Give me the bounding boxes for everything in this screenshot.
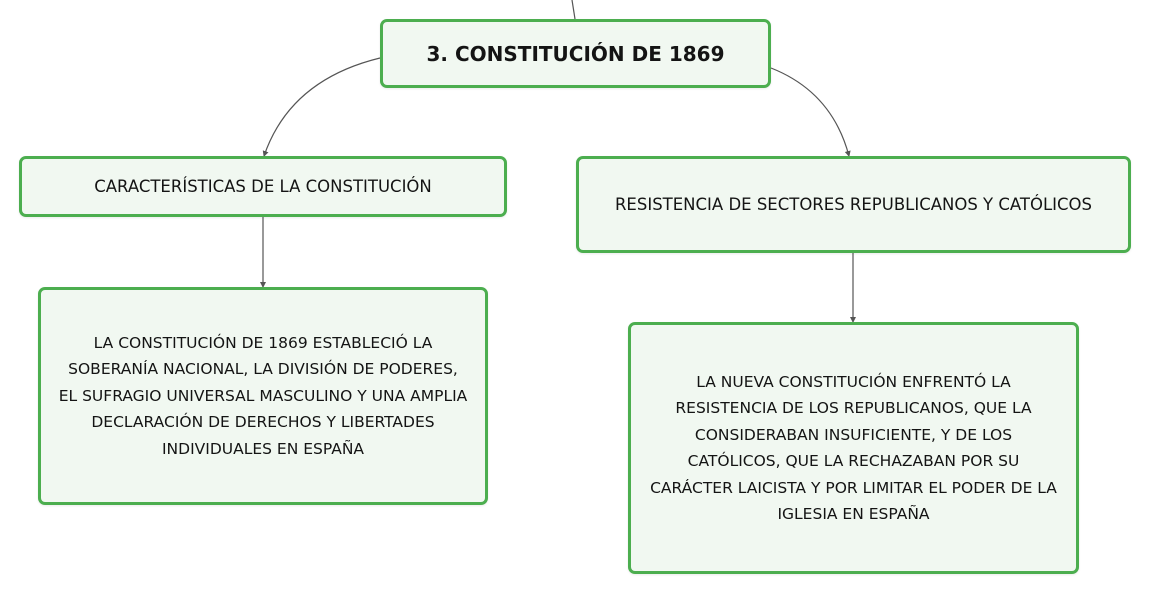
detail-line: DECLARACIÓN DE DERECHOS Y LIBERTADES bbox=[91, 413, 435, 432]
detail-line: RESISTENCIA DE LOS REPUBLICANOS, QUE LA bbox=[675, 399, 1032, 417]
connector-root-to-left-topic bbox=[262, 57, 381, 157]
detail-node-characteristics[interactable]: LA CONSTITUCIÓN DE 1869 ESTABLECIÓ LA SO… bbox=[38, 287, 488, 505]
root-topic-text: 3. CONSTITUCIÓN DE 1869 bbox=[426, 41, 725, 66]
detail-line: LA CONSTITUCIÓN DE 1869 ESTABLECIÓ LA bbox=[93, 333, 433, 352]
detail-resistance-text: LA NUEVA CONSTITUCIÓN ENFRENTÓ LA RESIST… bbox=[650, 369, 1057, 528]
detail-line: CONSIDERABAN INSUFICIENTE, Y DE LOS bbox=[694, 425, 1013, 444]
connector-parent-to-root bbox=[571, 0, 576, 20]
root-topic-node[interactable]: 3. CONSTITUCIÓN DE 1869 bbox=[380, 19, 771, 88]
detail-line: EL SUFRAGIO UNIVERSAL MASCULINO Y UNA AM… bbox=[58, 386, 468, 405]
subtopic-node-resistance[interactable]: RESISTENCIA DE SECTORES REPUBLICANOS Y C… bbox=[576, 156, 1131, 253]
subtopic-resistance-text: RESISTENCIA DE SECTORES REPUBLICANOS Y C… bbox=[614, 195, 1093, 214]
detail-node-resistance[interactable]: LA NUEVA CONSTITUCIÓN ENFRENTÓ LA RESIST… bbox=[628, 322, 1079, 574]
detail-line: LA NUEVA CONSTITUCIÓN ENFRENTÓ LA bbox=[696, 372, 1011, 391]
detail-characteristics-text: LA CONSTITUCIÓN DE 1869 ESTABLECIÓ LA SO… bbox=[59, 330, 468, 463]
detail-line: SOBERANÍA NACIONAL, LA DIVISIÓN DE PODER… bbox=[68, 360, 458, 379]
detail-line: CARÁCTER LAICISTA Y POR LIMITAR EL PODER… bbox=[650, 478, 1057, 497]
connector-root-to-right-topic bbox=[770, 67, 851, 157]
detail-line: IGLESIA EN ESPAÑA bbox=[777, 505, 930, 523]
detail-line: CATÓLICOS, QUE LA RECHAZABAN POR SU bbox=[687, 452, 1020, 470]
subtopic-characteristics-text: CARACTERÍSTICAS DE LA CONSTITUCIÓN bbox=[94, 177, 432, 196]
subtopic-node-characteristics[interactable]: CARACTERÍSTICAS DE LA CONSTITUCIÓN bbox=[19, 156, 507, 217]
detail-line: INDIVIDUALES EN ESPAÑA bbox=[161, 439, 365, 458]
